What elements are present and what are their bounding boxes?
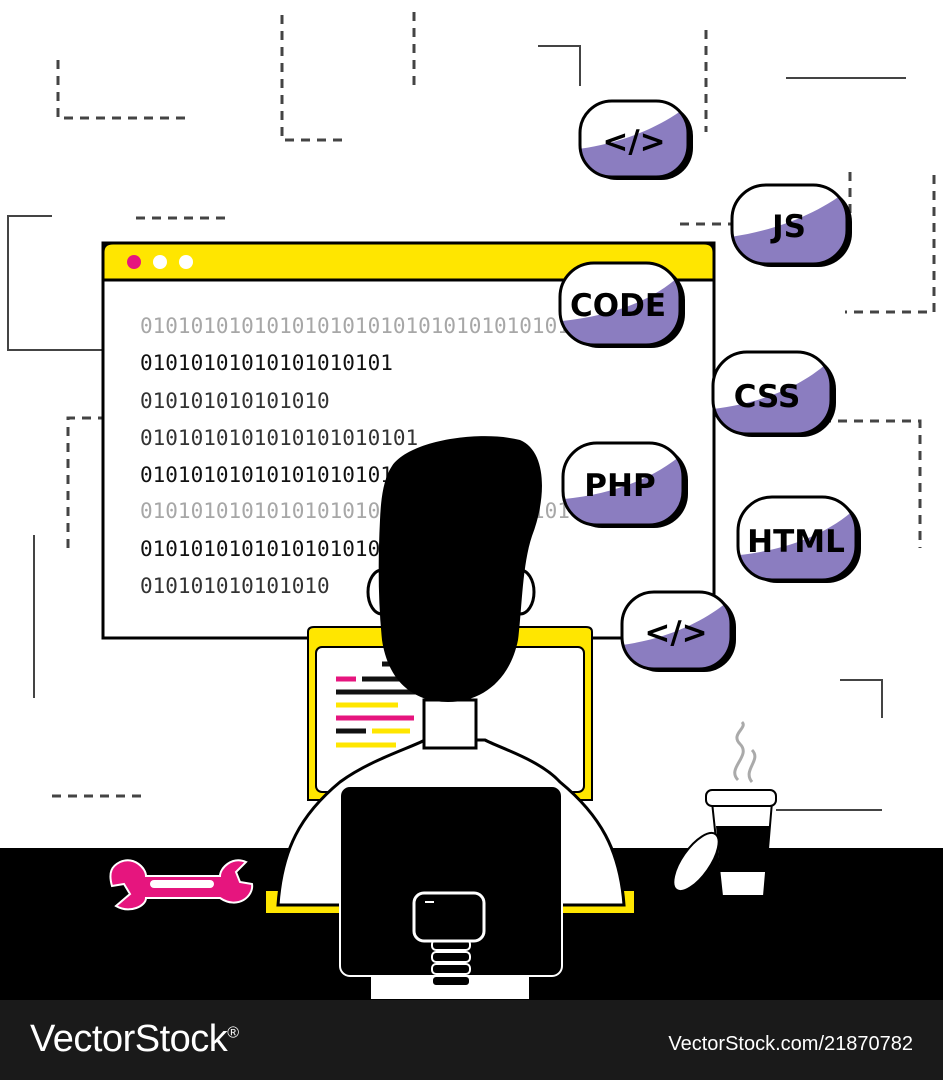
tag-bubble-html: HTML [736,495,861,583]
tag-bubble-php: PHP [561,441,688,528]
coffee-cup-icon [672,720,777,897]
tag-bubble-code-top: </> [578,99,693,180]
tag-bubble-code: CODE [558,261,685,348]
svg-text:</>: </> [644,615,707,651]
binary-line: 0101010101010101010101 [140,426,418,450]
watermark-brand-prefix: Vector [30,1018,135,1060]
svg-text:HTML: HTML [747,524,845,560]
window-maximize-dot[interactable] [179,255,193,269]
hair [378,436,542,702]
tag-bubble-css: CSS [711,350,836,437]
binary-line: 010101010101010 [140,574,330,598]
binary-line: 01010101010101010101 [140,351,393,375]
tag-bubble-code-bottom: </> [620,590,736,672]
svg-text:JS: JS [770,209,806,245]
watermark-bar: VectorStock® VectorStock.com/21870782 [0,1000,943,1080]
watermark-brand-suffix: Stock [134,1018,228,1060]
binary-line: 010101010101010 [140,389,330,413]
watermark-brand: VectorStock® [30,1018,239,1061]
chair [339,785,563,1001]
svg-text:PHP: PHP [584,468,655,504]
window-close-dot[interactable] [127,255,141,269]
svg-text:CODE: CODE [570,288,666,324]
wrench-icon [109,859,254,911]
binary-line: 01010101010101010101 [140,537,393,561]
window-minimize-dot[interactable] [153,255,167,269]
svg-text:</>: </> [602,124,665,160]
svg-text:CSS: CSS [734,379,801,415]
tag-bubble-js: JS [730,183,852,267]
watermark-id: VectorStock.com/21870782 [668,1033,913,1055]
watermark-registered: ® [227,1024,239,1042]
binary-line: 01010101010101010101 [140,463,393,487]
binary-line: 010101010101010101010101010101010101 [140,314,595,338]
